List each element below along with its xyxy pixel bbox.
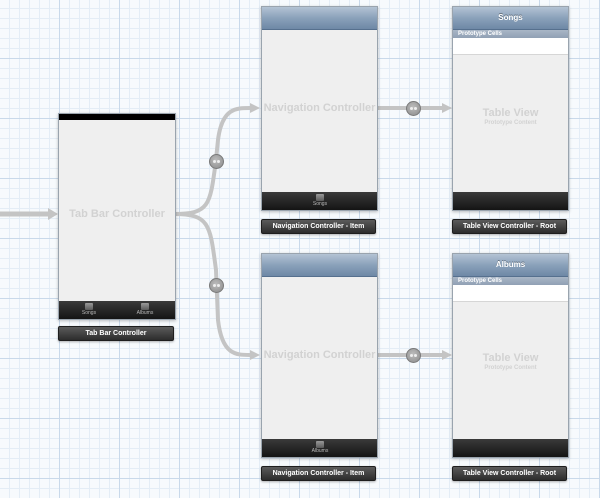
navigation-bar-songs: Songs [453,7,568,30]
tab-bar-controller-scene[interactable]: Tab Bar Controller Songs Albums [58,113,176,320]
relationship-segue-icon[interactable] [209,278,224,293]
prototype-cells-header: Prototype Cells [453,30,568,38]
navigation-bar-albums: Albums [453,254,568,277]
tab-placeholder-icon [141,303,149,310]
table-view-prototype-content-label: Prototype Content [484,365,537,371]
navigation-bar [262,254,377,277]
tab-placeholder-icon [316,194,324,201]
tab-bar [453,439,568,457]
root-view-controller-segue-icon[interactable] [406,101,421,116]
navigation-controller-scene-label: Navigation Controller [263,102,376,114]
tab-label-songs: Songs [81,310,97,316]
root-arrow-head-top [442,103,452,113]
navigation-controller-scene-label: Navigation Controller [263,349,376,361]
navigation-controller-top-title-bar[interactable]: Navigation Controller - Item [261,219,376,234]
tab-item-albums[interactable]: Albums [290,439,350,457]
prototype-cells-header: Prototype Cells [453,277,568,285]
tab-item-albums[interactable]: Albums [115,301,175,319]
table-view-scene-label: Table View [482,352,539,364]
tab-bar-controller-scene-label: Tab Bar Controller [69,208,165,220]
relationship-segue-icon[interactable] [209,154,224,169]
initial-arrow-head [48,208,58,220]
tab-bar-controller-title-bar[interactable]: Tab Bar Controller [58,326,174,341]
tab-bar [453,192,568,210]
tab-label-albums: Albums [311,448,329,454]
tab-placeholder-icon [85,303,93,310]
navigation-controller-bottom-scene[interactable]: Navigation Controller Albums [261,253,378,458]
table-view-controller-top-scene[interactable]: Songs Prototype Cells Table View Prototy… [452,6,569,211]
prototype-cell[interactable] [453,38,568,55]
relationship-arrow-head-bottom [250,350,260,360]
status-bar [59,114,175,120]
tab-item-songs[interactable]: Songs [290,192,350,210]
root-arrow-head-bottom [442,350,452,360]
tab-item-songs[interactable]: Songs [59,301,119,319]
tab-bar: Albums [262,439,377,457]
root-view-controller-segue-icon[interactable] [406,348,421,363]
relationship-arrow-head-top [250,103,260,113]
relationship-line-bottom [173,212,251,357]
tab-bar: Songs [262,192,377,210]
table-view-prototype-content-label: Prototype Content [484,120,537,126]
table-view-controller-bottom-scene[interactable]: Albums Prototype Cells Table View Protot… [452,253,569,458]
tab-placeholder-icon [316,441,324,448]
table-view-scene-label: Table View [482,107,539,119]
table-view-controller-bottom-title-bar[interactable]: Table View Controller - Root [452,466,567,481]
navigation-controller-top-scene[interactable]: Navigation Controller Songs [261,6,378,211]
tab-bar: Songs Albums [59,301,175,319]
tab-label-songs: Songs [312,201,328,207]
navigation-bar [262,7,377,30]
navigation-controller-bottom-title-bar[interactable]: Navigation Controller - Item [261,466,376,481]
table-view-controller-top-title-bar[interactable]: Table View Controller - Root [452,219,567,234]
prototype-cell[interactable] [453,285,568,302]
tab-label-albums: Albums [136,310,154,316]
